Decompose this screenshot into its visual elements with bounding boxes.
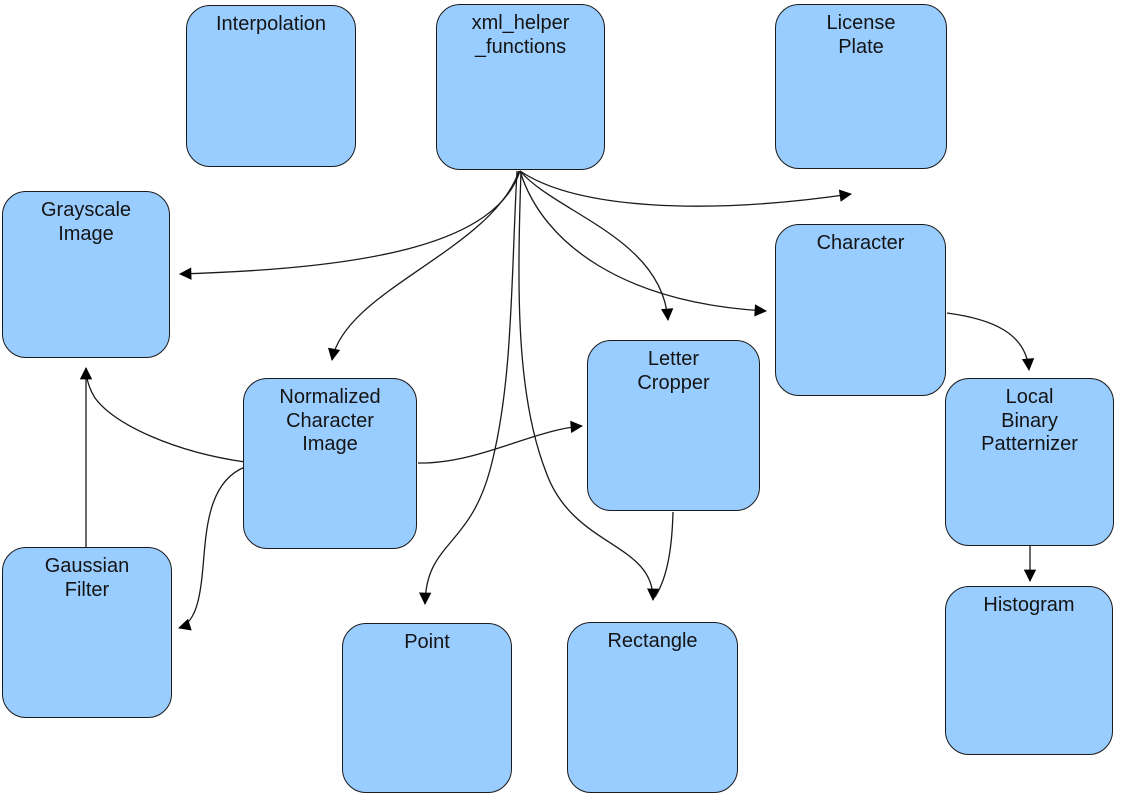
node-label-license_plate: License Plate (826, 12, 896, 58)
node-label-gaussian_filter: Gaussian Filter (44, 555, 130, 601)
node-label-xml_helper_functions: xml_helper _functions (471, 12, 570, 58)
edge-xml_helper_functions-to-license_plate (519, 170, 852, 207)
node-label-normalized_character_image: Normalized Character Image (279, 386, 381, 456)
edge-normalized_character_image-to-grayscale_image (85, 372, 246, 463)
edge-xml_helper_functions-to-grayscale_image (179, 170, 521, 280)
edge-xml_helper_functions-to-letter_cropper (519, 170, 674, 321)
edge-xml_helper_functions-to-normalized_character_image (328, 170, 520, 361)
node-rectangle: Rectangle (567, 622, 738, 793)
node-xml_helper_functions: xml_helper _functions (436, 4, 605, 170)
node-license_plate: License Plate (775, 4, 947, 169)
node-letter_cropper: Letter Cropper (587, 340, 760, 511)
node-local_binary_patternizer: Local Binary Patternizer (945, 378, 1114, 546)
node-gaussian_filter: Gaussian Filter (2, 547, 172, 718)
edge-character-to-local_binary_patternizer (946, 312, 1035, 371)
node-interpolation: Interpolation (186, 5, 356, 167)
node-label-character: Character (816, 232, 905, 254)
node-histogram: Histogram (945, 586, 1113, 755)
node-label-interpolation: Interpolation (215, 13, 327, 35)
node-grayscale_image: Grayscale Image (2, 191, 170, 358)
edge-normalized_character_image-to-letter_cropper (417, 420, 583, 464)
node-label-rectangle: Rectangle (607, 630, 698, 652)
edge-xml_helper_functions-to-point (419, 170, 518, 605)
node-label-histogram: Histogram (983, 594, 1075, 616)
node-label-letter_cropper: Letter Cropper (637, 348, 710, 394)
node-point: Point (342, 623, 512, 793)
edge-letter_cropper-to-rectangle (654, 511, 674, 598)
edge-normalized_character_image-to-gaussian_filter (178, 466, 246, 631)
node-normalized_character_image: Normalized Character Image (243, 378, 417, 549)
node-label-local_binary_patternizer: Local Binary Patternizer (981, 386, 1078, 456)
edge-xml_helper_functions-to-character (519, 170, 767, 317)
node-label-point: Point (404, 631, 450, 653)
node-character: Character (775, 224, 946, 396)
node-label-grayscale_image: Grayscale Image (40, 199, 132, 245)
